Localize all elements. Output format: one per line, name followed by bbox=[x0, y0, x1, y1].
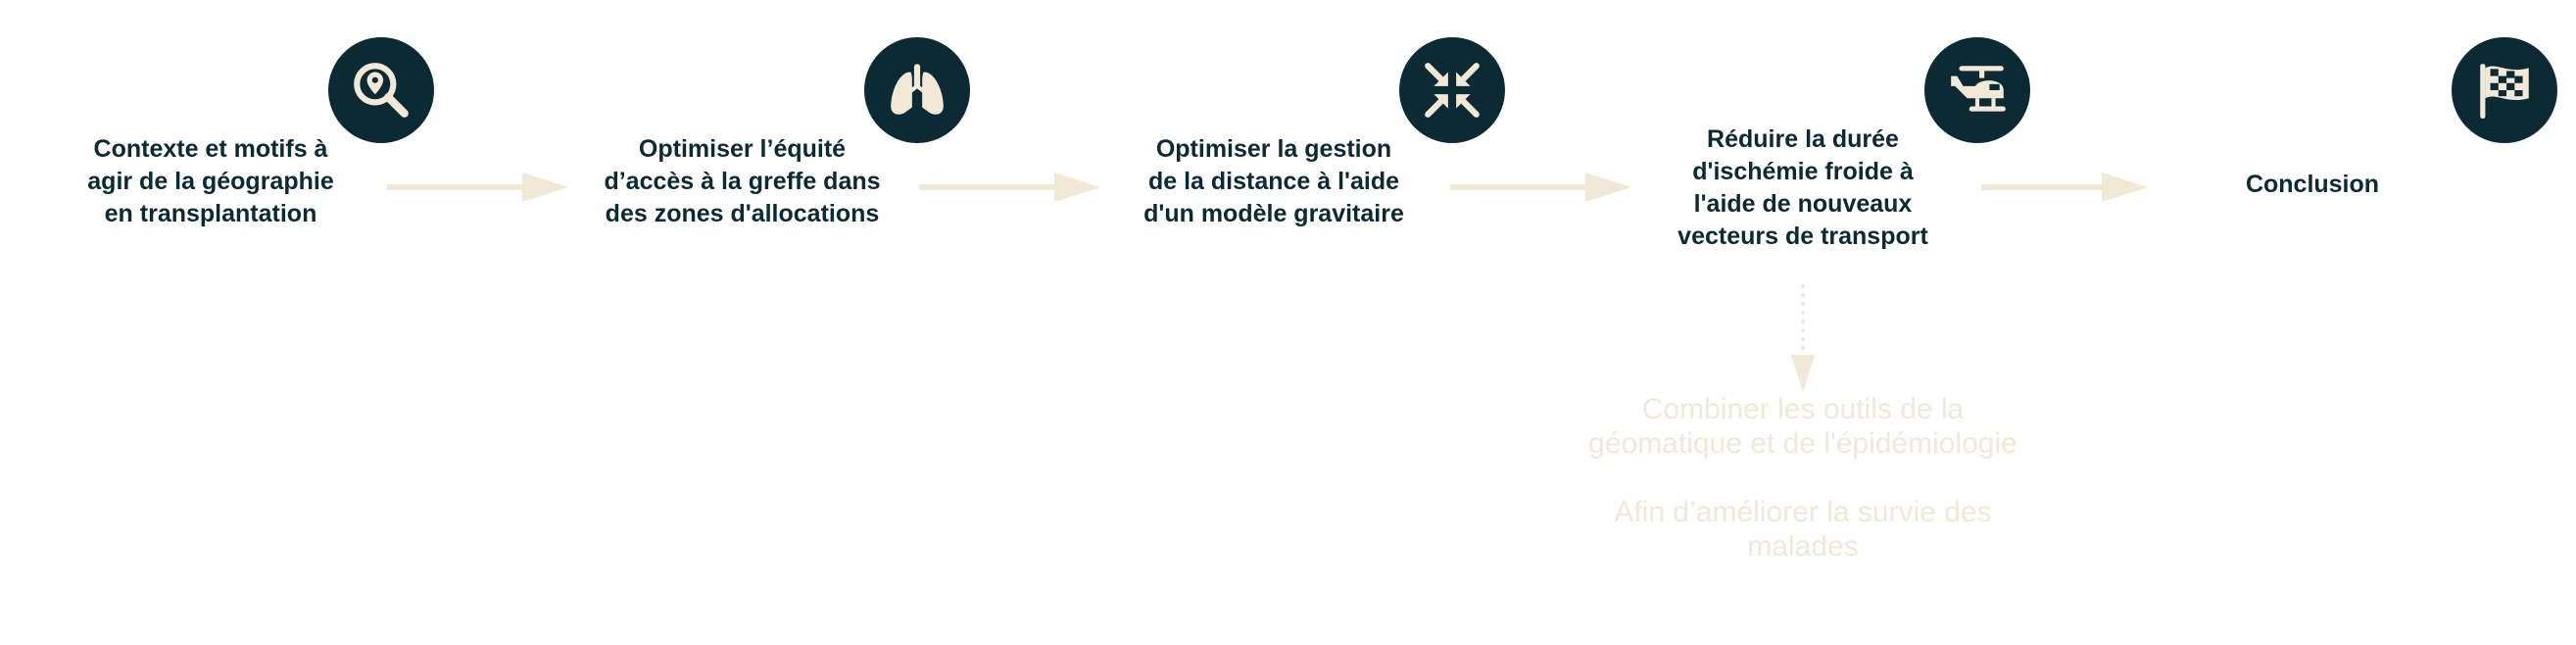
step-5-label: Conclusion bbox=[2245, 171, 2380, 198]
step-4-icon-badge bbox=[1924, 37, 2030, 143]
goal-combine-text: Combiner les outils de la géomatique et … bbox=[1588, 393, 2017, 460]
step-3-icon-badge bbox=[1399, 37, 1505, 143]
step-2-label: Optimiser l’équité d’accès à la greffe d… bbox=[604, 135, 881, 227]
compress-arrows-icon bbox=[1425, 63, 1480, 118]
arrow-1-to-2 bbox=[387, 171, 568, 204]
step-3-label: Optimiser la gestion de la distance à l'… bbox=[1143, 135, 1404, 227]
arrow-2-to-3 bbox=[919, 171, 1100, 204]
arrow-3-to-4 bbox=[1450, 171, 1631, 204]
step-1-icon-badge bbox=[328, 37, 434, 143]
step-5-icon-badge bbox=[2452, 37, 2557, 143]
step-2-icon-badge bbox=[864, 37, 970, 143]
helicopter-icon bbox=[1951, 66, 2006, 112]
search-location-icon bbox=[354, 63, 409, 118]
goal-survival-text: Afin d’améliorer la survie des malades bbox=[1614, 496, 1992, 563]
checkered-flag-icon bbox=[2480, 64, 2529, 119]
step-4-label: Réduire la durée d'ischémie froide à l'a… bbox=[1677, 125, 1928, 250]
arrow-down-to-goal bbox=[1789, 284, 1817, 397]
arrow-4-to-5 bbox=[1981, 171, 2148, 204]
step-1-label: Contexte et motifs à agir de la géograph… bbox=[87, 135, 334, 227]
lungs-icon bbox=[891, 64, 944, 115]
